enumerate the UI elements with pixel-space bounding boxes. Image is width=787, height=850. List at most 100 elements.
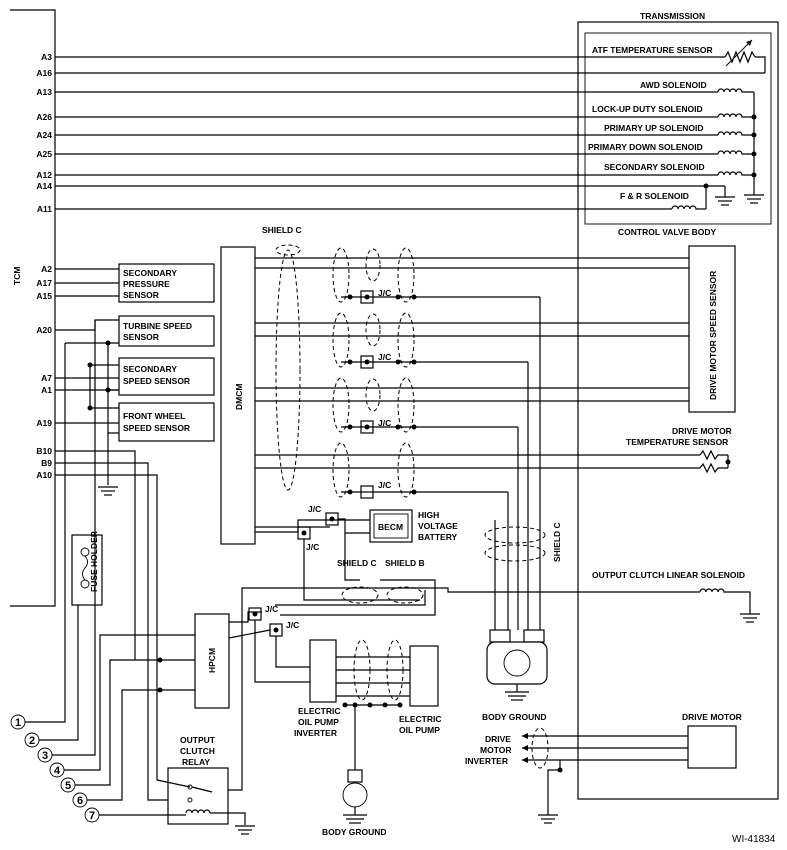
svg-text:J/C: J/C <box>378 352 391 362</box>
oil-pump-inverter: ELECTRIC OIL PUMP INVERTER <box>294 639 341 738</box>
pin-a15: A15 <box>36 291 52 301</box>
svg-text:6: 6 <box>77 795 83 807</box>
svg-text:J/C: J/C <box>378 418 391 428</box>
svg-text:5: 5 <box>65 780 71 792</box>
svg-text:INVERTER: INVERTER <box>465 756 508 766</box>
fuse-holder: FUSE HOLDER <box>71 531 103 606</box>
svg-text:J/C: J/C <box>378 288 391 298</box>
hpcm-label: HPCM <box>207 648 217 673</box>
ground-icon <box>98 486 118 496</box>
pin-b10: B10 <box>36 446 52 456</box>
svg-text:4: 4 <box>54 765 61 777</box>
svg-text:SECONDARY: SECONDARY <box>123 268 177 278</box>
svg-text:J/C: J/C <box>286 620 299 630</box>
drive-motor-speed-sensor: DRIVE MOTOR SPEED SENSOR <box>688 245 736 413</box>
svg-text:J/C: J/C <box>306 542 319 552</box>
drive-motor-inverter: DRIVE MOTOR INVERTER <box>465 727 688 824</box>
shield-lower: SHIELD C SHIELD B <box>337 558 425 604</box>
awd-solenoid-label: AWD SOLENOID <box>640 80 707 90</box>
transmission-wires: ATF TEMPERATURE SENSOR AWD SOLENOID LOCK… <box>55 39 766 210</box>
svg-text:RELAY: RELAY <box>182 757 210 767</box>
pin-b9: B9 <box>41 458 52 468</box>
svg-text:SHIELD C: SHIELD C <box>337 558 377 568</box>
svg-text:1: 1 <box>15 717 21 729</box>
connector-numbers: 1 2 3 4 5 6 7 <box>10 714 100 823</box>
svg-text:SHIELD C: SHIELD C <box>552 522 562 562</box>
hpcm-module: HPCM <box>194 613 230 709</box>
figure-id: WI-41834 <box>732 834 776 845</box>
svg-text:DRIVE MOTOR: DRIVE MOTOR <box>672 426 732 436</box>
turbine-speed-sensor: TURBINE SPEED SENSOR <box>118 315 215 347</box>
front-wheel-speed-sensor: FRONT WHEEL SPEED SENSOR <box>118 402 215 442</box>
svg-text:DRIVE MOTOR: DRIVE MOTOR <box>682 712 742 722</box>
svg-text:OUTPUT: OUTPUT <box>180 735 216 745</box>
svg-text:7: 7 <box>89 810 95 822</box>
pin-a3: A3 <box>41 52 52 62</box>
pump-shields <box>336 639 410 770</box>
primary-down-solenoid-label: PRIMARY DOWN SOLENOID <box>588 142 703 152</box>
svg-text:J/C: J/C <box>265 604 278 614</box>
svg-text:BODY GROUND: BODY GROUND <box>482 712 547 722</box>
secondary-solenoid-label: SECONDARY SOLENOID <box>604 162 705 172</box>
svg-text:OIL PUMP: OIL PUMP <box>298 717 339 727</box>
pin-a24: A24 <box>36 130 52 140</box>
dmss-label: DRIVE MOTOR SPEED SENSOR <box>708 271 718 400</box>
ground-icon <box>235 825 255 835</box>
svg-text:DRIVE: DRIVE <box>485 734 511 744</box>
svg-text:SECONDARY: SECONDARY <box>123 364 177 374</box>
transmission-title: TRANSMISSION <box>640 11 705 21</box>
svg-text:PRESSURE: PRESSURE <box>123 279 170 289</box>
svg-text:SENSOR: SENSOR <box>123 332 159 342</box>
svg-text:SPEED SENSOR: SPEED SENSOR <box>123 423 190 433</box>
atf-temp-sensor-label: ATF TEMPERATURE SENSOR <box>592 45 713 55</box>
shield-c-label: SHIELD C <box>262 225 302 235</box>
drive-motor-temp-sensor: DRIVE MOTOR TEMPERATURE SENSOR <box>626 426 732 474</box>
svg-text:J/C: J/C <box>308 504 321 514</box>
pin-a10: A10 <box>36 470 52 480</box>
pin-a16: A16 <box>36 68 52 78</box>
svg-text:SHIELD B: SHIELD B <box>385 558 425 568</box>
dmcm-module: DMCM <box>220 246 256 545</box>
svg-text:TURBINE SPEED: TURBINE SPEED <box>123 321 192 331</box>
tcm-pins: A3 A16 A13 A26 A24 A25 A12 A14 A11 A2 A1… <box>36 52 52 480</box>
svg-text:BODY GROUND: BODY GROUND <box>322 827 387 837</box>
output-clutch-solenoid-label: OUTPUT CLUTCH LINEAR SOLENOID <box>592 570 745 580</box>
ground-icon <box>744 194 764 204</box>
tcm-frame: TCM <box>10 9 56 607</box>
pin-a7: A7 <box>41 373 52 383</box>
pin-a13: A13 <box>36 87 52 97</box>
ground-icon <box>715 196 735 206</box>
atf-thermistor-icon <box>724 39 756 67</box>
output-clutch-relay: OUTPUT CLUTCH RELAY <box>167 735 229 825</box>
svg-text:SENSOR: SENSOR <box>123 290 159 300</box>
svg-text:CLUTCH: CLUTCH <box>180 746 215 756</box>
svg-text:2: 2 <box>29 735 35 747</box>
solenoid-coil-icons <box>671 88 754 210</box>
pin-a26: A26 <box>36 112 52 122</box>
pin-a17: A17 <box>36 278 52 288</box>
primary-up-solenoid-label: PRIMARY UP SOLENOID <box>604 123 704 133</box>
svg-text:3: 3 <box>42 750 48 762</box>
svg-text:HIGH: HIGH <box>418 510 439 520</box>
drive-motor: DRIVE MOTOR <box>682 712 742 769</box>
secondary-speed-sensor: SECONDARY SPEED SENSOR <box>118 357 215 396</box>
svg-text:TEMPERATURE SENSOR: TEMPERATURE SENSOR <box>626 437 728 447</box>
svg-text:SPEED SENSOR: SPEED SENSOR <box>123 376 190 386</box>
svg-text:FRONT WHEEL: FRONT WHEEL <box>123 411 185 421</box>
svg-text:INVERTER: INVERTER <box>294 728 337 738</box>
control-valve-body-label: CONTROL VALVE BODY <box>618 227 717 237</box>
shield-c-secondary: SHIELD C <box>484 522 562 562</box>
shield-c-main: SHIELD C <box>262 225 302 491</box>
pin-a19: A19 <box>36 418 52 428</box>
svg-text:MOTOR: MOTOR <box>480 745 511 755</box>
svg-text:BATTERY: BATTERY <box>418 532 458 542</box>
motor-connector: BODY GROUND <box>482 629 548 722</box>
transmission-box: TRANSMISSION CONTROL VALVE BODY <box>577 11 779 800</box>
svg-text:ELECTRIC: ELECTRIC <box>298 706 341 716</box>
pin-a25: A25 <box>36 149 52 159</box>
dmcm-label: DMCM <box>234 384 244 410</box>
pin-a12: A12 <box>36 170 52 180</box>
svg-text:VOLTAGE: VOLTAGE <box>418 521 458 531</box>
